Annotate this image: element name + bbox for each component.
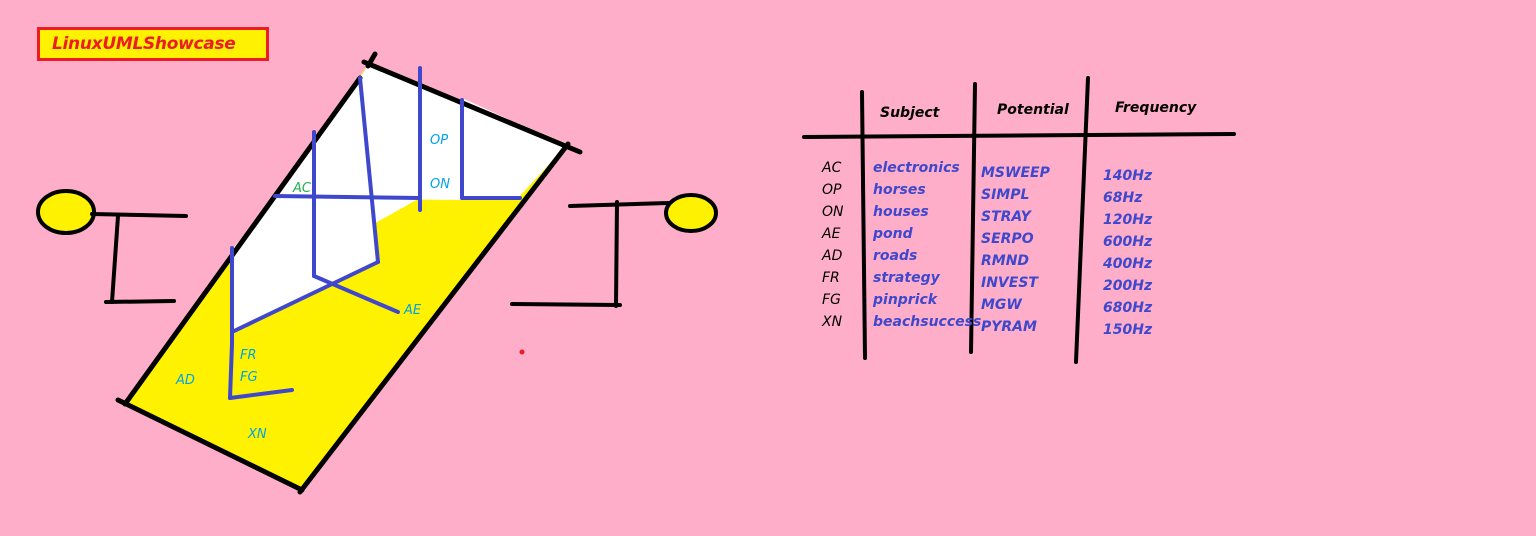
- row-potential: PYRAM: [981, 319, 1037, 335]
- row-code: OP: [822, 182, 842, 198]
- row-subject: beachsuccess: [873, 314, 981, 330]
- row-potential: SERPO: [981, 231, 1034, 247]
- zone-label-op: OP: [430, 133, 448, 148]
- row-subject: roads: [873, 248, 917, 264]
- row-potential: SIMPL: [981, 187, 1029, 203]
- row-code: FG: [822, 292, 841, 308]
- right-probe: [510, 193, 718, 308]
- row-subject: pinprick: [872, 292, 939, 308]
- row-frequency: 680Hz: [1103, 300, 1153, 316]
- row-potential: STRAY: [981, 209, 1033, 225]
- table-grid: [802, 76, 1236, 364]
- zone-label-ad: AD: [175, 373, 195, 388]
- zone-label-fg: FG: [240, 370, 258, 385]
- row-subject: pond: [872, 226, 914, 242]
- zone-label-ae: AE: [403, 303, 422, 318]
- red-dot: [519, 349, 525, 355]
- left-probe: [36, 189, 188, 304]
- row-code: AD: [821, 248, 843, 264]
- row-code: FR: [822, 270, 840, 286]
- zone-label-xn: XN: [247, 427, 267, 442]
- table-rows: AC electronics MSWEEP 140Hz OP horses SI…: [821, 160, 1153, 338]
- row-potential: INVEST: [981, 275, 1039, 291]
- title-text: LinuxUMLShowcase: [52, 34, 236, 54]
- header-frequency: Frequency: [1115, 100, 1197, 116]
- row-subject: horses: [873, 182, 926, 198]
- zone-label-ac: AC: [292, 181, 312, 196]
- header-potential: Potential: [997, 102, 1069, 118]
- row-potential: RMND: [981, 253, 1029, 269]
- header-subject: Subject: [880, 105, 941, 121]
- board-outline: [115, 51, 583, 495]
- blue-dividers: [228, 66, 522, 400]
- zone-label-fr: FR: [240, 348, 257, 363]
- row-frequency: 120Hz: [1103, 212, 1153, 228]
- row-frequency: 68Hz: [1103, 190, 1143, 206]
- row-code: ON: [822, 204, 844, 220]
- row-potential: MSWEEP: [981, 165, 1051, 181]
- row-frequency: 400Hz: [1102, 256, 1153, 272]
- board-white-region-3: [462, 100, 568, 198]
- row-code: XN: [821, 314, 843, 330]
- row-frequency: 600Hz: [1103, 234, 1153, 250]
- row-frequency: 200Hz: [1103, 278, 1153, 294]
- board-white-region-2: [232, 62, 462, 332]
- zone-label-on: ON: [430, 177, 450, 192]
- row-subject: electronics: [873, 160, 960, 176]
- row-potential: MGW: [981, 297, 1022, 313]
- row-frequency: 140Hz: [1103, 168, 1153, 184]
- row-code: AE: [821, 226, 841, 242]
- row-subject: houses: [873, 204, 929, 220]
- title-box: LinuxUMLShowcase: [37, 27, 269, 61]
- row-subject: strategy: [873, 270, 941, 286]
- row-frequency: 150Hz: [1103, 322, 1153, 338]
- row-code: AC: [821, 160, 842, 176]
